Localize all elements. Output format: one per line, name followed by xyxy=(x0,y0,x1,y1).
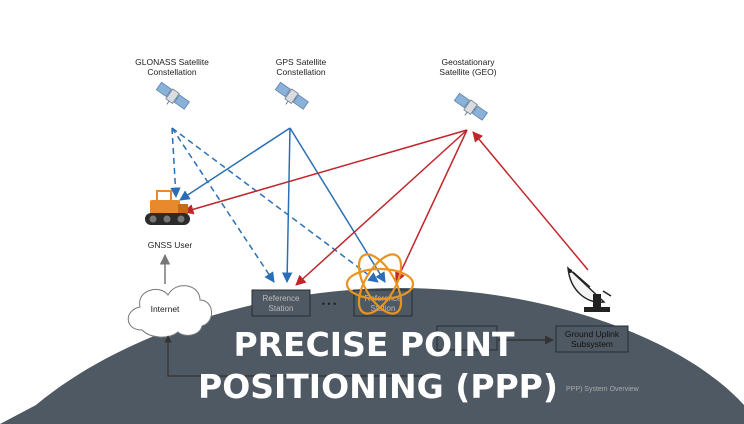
gps-label-line2: Constellation xyxy=(276,67,325,77)
gps-satellite-icon xyxy=(271,80,310,115)
reference-station-1-line2: Station xyxy=(269,304,294,313)
satellite-dish-icon xyxy=(567,266,612,312)
ground-uplink-line1: Ground Uplink xyxy=(565,329,620,339)
internet-cloud xyxy=(127,285,212,338)
diagram-caption: PPP) System Overview xyxy=(566,386,640,393)
orbit-rings-icon xyxy=(345,253,415,315)
processing-box xyxy=(436,325,498,351)
earth-dome xyxy=(0,288,744,424)
station-ellipsis: • • • xyxy=(322,299,336,309)
tractor-icon xyxy=(145,190,190,225)
gps-label-line1: GPS Satellite xyxy=(276,57,327,67)
title-line1: PRECISE POINT xyxy=(233,325,515,364)
glonass-satellite-icon xyxy=(152,80,191,115)
ground-uplink-line2: Subsystem xyxy=(571,339,613,349)
geo-label-line2: Satellite (GEO) xyxy=(439,67,496,77)
gps-links xyxy=(179,127,386,284)
glonass-label-line1: GLONASS Satellite xyxy=(135,57,209,67)
ground-uplink-box: Ground Uplink Subsystem xyxy=(555,325,629,353)
geo-links xyxy=(182,129,589,286)
loop-to-internet-line xyxy=(164,335,432,377)
reference-station-1: Reference Station xyxy=(251,289,311,317)
reference-station-1-line1: Reference xyxy=(263,294,300,303)
geo-label-line1: Geostationary xyxy=(442,57,496,67)
title-line2: POSITIONING (PPP) xyxy=(198,367,558,406)
geo-satellite-icon xyxy=(450,91,489,126)
reference-station-2-line2: Station xyxy=(371,304,396,313)
glonass-label-line2: Constellation xyxy=(147,67,196,77)
glonass-links xyxy=(170,127,379,283)
internet-label: Internet xyxy=(151,304,180,314)
gnss-user-label: GNSS User xyxy=(148,240,193,250)
